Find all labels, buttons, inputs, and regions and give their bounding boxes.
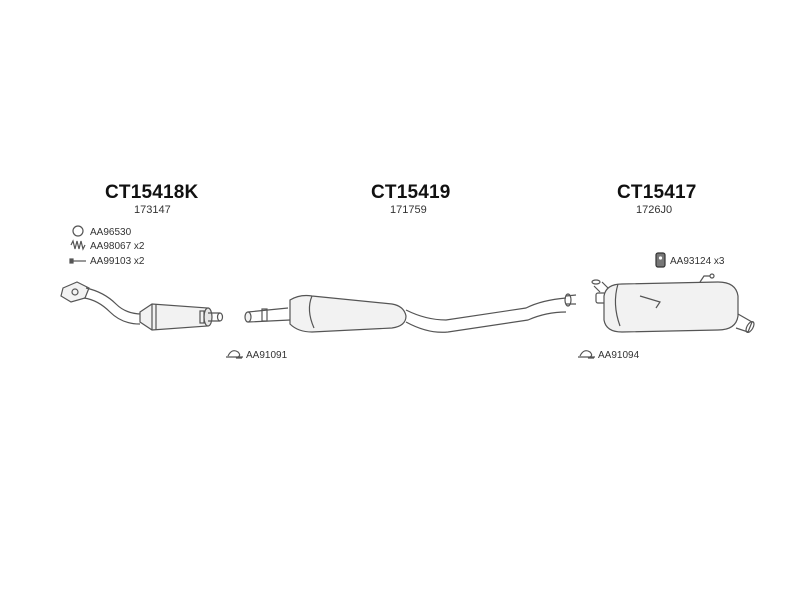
part-ref-middle-pipe: 171759 — [390, 204, 427, 216]
ring-clamp-icon — [72, 225, 84, 237]
rubber-mount-icon — [655, 252, 666, 268]
spring-icon — [70, 239, 86, 251]
part-ref-rear-silencer: 1726J0 — [636, 204, 673, 216]
accessory-label-bolt: AA99103 x2 — [90, 256, 145, 267]
hanger-bracket-icon — [226, 350, 243, 359]
part-ref-front-pipe: 173147 — [134, 204, 171, 216]
middle-pipe-silencer — [244, 293, 577, 333]
part-code-front-pipe: CT15418K — [105, 182, 199, 203]
accessory-label-spring: AA98067 x2 — [90, 241, 145, 252]
part-code-middle-pipe: CT15419 — [371, 182, 451, 203]
accessory-label-hanger-rear: AA91094 — [598, 350, 640, 361]
accessory-label-hanger-front: AA91091 — [246, 350, 288, 361]
hanger-bracket-icon — [578, 350, 595, 359]
accessory-label-ring: AA96530 — [90, 227, 132, 238]
rear-silencer — [591, 273, 755, 334]
bolt-icon — [69, 258, 86, 264]
accessory-label-rubber-mount: AA93124 x3 — [670, 256, 725, 267]
front-pipe-catalyst — [60, 281, 224, 331]
part-code-rear-silencer: CT15417 — [617, 182, 697, 203]
